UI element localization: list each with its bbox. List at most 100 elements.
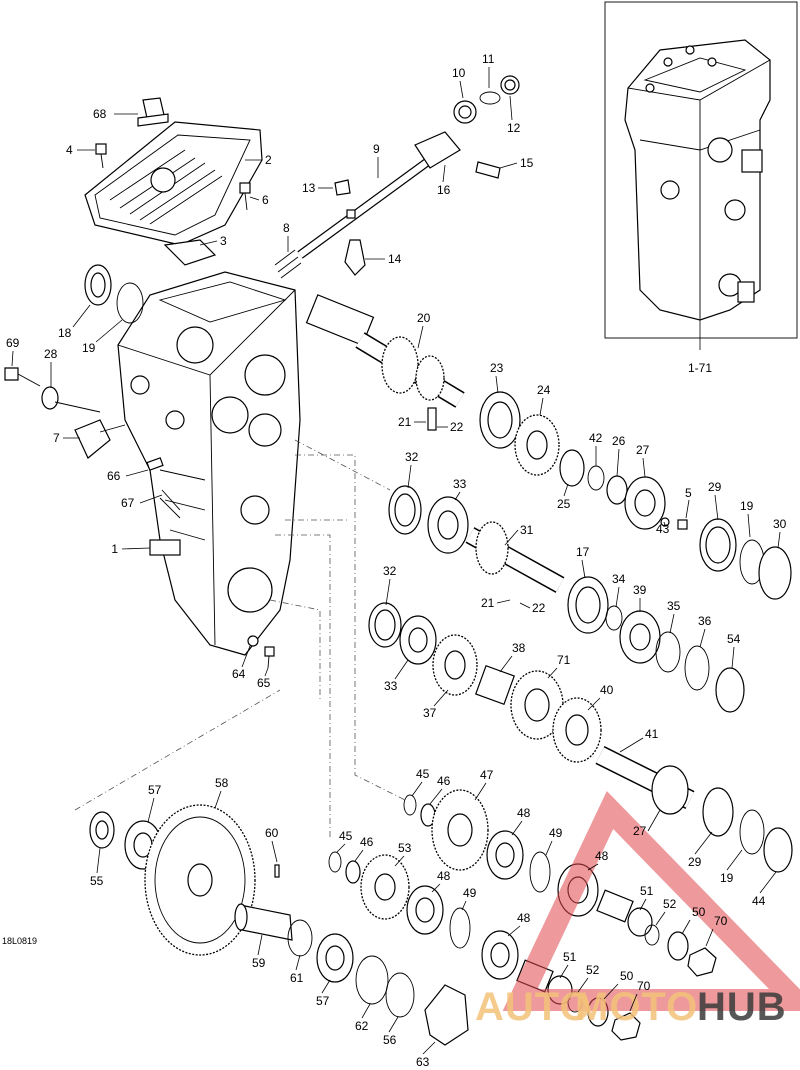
inset-label: 1-71	[688, 361, 712, 375]
callout-49a: 49	[549, 826, 563, 840]
callout-27a: 27	[636, 443, 650, 457]
callout-48a: 48	[517, 806, 531, 820]
bolts	[4, 143, 275, 669]
assembled-gearbox-inset	[604, 1, 798, 350]
callout-30: 30	[773, 517, 787, 531]
callout-20: 20	[417, 311, 431, 325]
callout-48c: 48	[517, 911, 531, 925]
callout-48d: 48	[595, 849, 609, 863]
callout-31: 31	[520, 523, 534, 537]
callout-4: 4	[66, 143, 73, 157]
callout-53: 53	[398, 841, 412, 855]
diagram-code: 18L0819	[2, 936, 37, 946]
callout-29b: 29	[688, 855, 702, 869]
callout-55: 55	[90, 874, 104, 888]
callout-43: 43	[656, 522, 670, 536]
callout-40: 40	[600, 683, 614, 697]
callout-50a: 50	[692, 905, 706, 919]
callout-28: 28	[44, 347, 58, 361]
callout-23: 23	[490, 361, 504, 375]
callout-10: 10	[452, 66, 466, 80]
callout-21a: 21	[398, 415, 412, 429]
callout-46a: 46	[437, 774, 451, 788]
callout-19b: 19	[740, 499, 754, 513]
callout-25: 25	[557, 497, 571, 511]
callout-41: 41	[645, 727, 659, 741]
callout-57b: 57	[316, 994, 330, 1008]
callout-36: 36	[698, 614, 712, 628]
callout-48b: 48	[437, 869, 451, 883]
callout-63: 63	[416, 1055, 430, 1069]
callout-60: 60	[265, 826, 279, 840]
callout-49b: 49	[463, 886, 477, 900]
callout-71: 71	[557, 653, 571, 667]
callout-21b: 21	[481, 596, 495, 610]
selector-shaft	[274, 75, 520, 279]
callout-8: 8	[283, 221, 290, 235]
callout-66: 66	[107, 469, 121, 483]
callout-51b: 51	[563, 950, 577, 964]
callout-37: 37	[423, 706, 437, 720]
callout-64: 64	[232, 667, 246, 681]
callout-62: 62	[355, 1019, 369, 1033]
svg-text:AUTO: AUTO	[475, 985, 592, 1029]
callout-2: 2	[265, 153, 272, 167]
callout-58: 58	[215, 776, 229, 790]
callout-11: 11	[482, 52, 495, 66]
callout-22a: 22	[450, 420, 464, 434]
callout-70b: 70	[637, 979, 651, 993]
callout-6: 6	[262, 193, 269, 207]
callout-52b: 52	[586, 963, 600, 977]
large-gear-group	[89, 804, 469, 1046]
callout-47: 47	[480, 768, 494, 782]
callout-5: 5	[685, 486, 692, 500]
callout-22b: 22	[532, 601, 546, 615]
callout-68: 68	[93, 107, 107, 121]
callout-33a: 33	[453, 477, 467, 491]
callout-15: 15	[520, 156, 534, 170]
watermark: AUTO MOTO HUB	[475, 790, 800, 1029]
callout-13: 13	[302, 181, 316, 195]
svg-text:MOTO: MOTO	[575, 985, 698, 1029]
callout-3: 3	[220, 234, 227, 248]
callout-14: 14	[388, 252, 402, 266]
callout-45b: 45	[339, 829, 353, 843]
callout-45a: 45	[416, 767, 430, 781]
callout-17: 17	[576, 545, 590, 559]
callout-16: 16	[437, 183, 451, 197]
callout-65: 65	[257, 676, 271, 690]
callout-24: 24	[537, 383, 551, 397]
callout-35: 35	[667, 599, 681, 613]
callout-54: 54	[727, 632, 741, 646]
callout-7: 7	[53, 431, 60, 445]
callout-12: 12	[507, 121, 521, 135]
gearbox-housing	[117, 271, 301, 656]
callout-56: 56	[383, 1033, 397, 1047]
callout-44: 44	[752, 894, 766, 908]
callout-32b: 32	[383, 564, 397, 578]
main-shaft-assembly	[305, 294, 792, 600]
callout-67: 67	[121, 496, 135, 510]
callout-1: 1	[111, 542, 118, 556]
callout-50b: 50	[620, 969, 634, 983]
callout-57a: 57	[148, 783, 162, 797]
svg-text:HUB: HUB	[697, 985, 787, 1029]
callout-69: 69	[6, 336, 20, 350]
callout-32a: 32	[405, 450, 419, 464]
top-cover	[84, 97, 263, 266]
callout-29a: 29	[708, 480, 722, 494]
callout-33b: 33	[384, 679, 398, 693]
counter-shaft-assembly	[388, 485, 745, 713]
callout-39: 39	[633, 583, 647, 597]
callout-70a: 70	[714, 914, 728, 928]
callout-61: 61	[290, 971, 304, 985]
output-shaft-assembly	[368, 602, 793, 873]
callout-51a: 51	[640, 884, 654, 898]
callout-26: 26	[612, 434, 626, 448]
seals-upper-left	[84, 264, 144, 324]
callout-19c: 19	[720, 871, 734, 885]
callout-42: 42	[589, 431, 603, 445]
callout-19a: 19	[82, 341, 96, 355]
